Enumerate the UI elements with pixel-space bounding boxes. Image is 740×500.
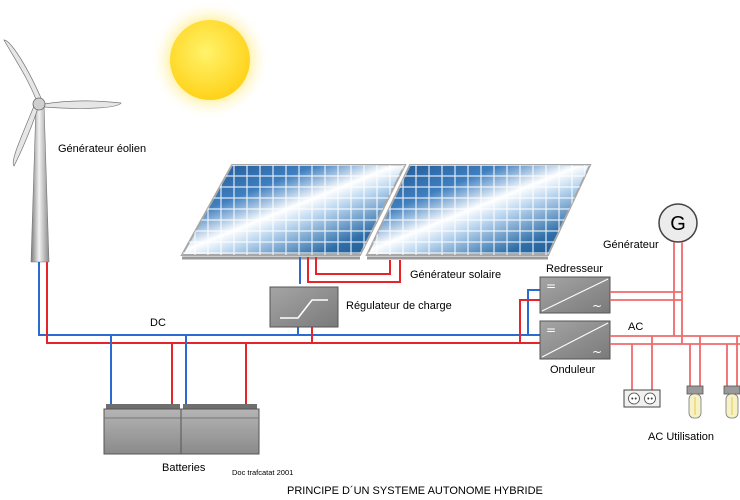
generator-icon: G	[658, 203, 698, 243]
inverter-label: Onduleur	[550, 364, 596, 376]
wind-generator-label: Générateur éolien	[58, 143, 146, 155]
dc-bus	[38, 262, 540, 405]
credit-label: Doc trafcatat 2001	[232, 468, 293, 477]
wind-turbine-icon	[3, 39, 122, 263]
inverter-ac-symbol: ~	[592, 345, 602, 359]
inverter: = ~	[539, 320, 611, 360]
ac-label: AC	[628, 321, 643, 333]
light-bulb-icon	[723, 385, 740, 419]
charge-controller-label: Régulateur de charge	[346, 300, 452, 312]
charge-controller	[269, 286, 339, 328]
sun-icon	[150, 0, 270, 120]
solar-panel-icon	[180, 164, 592, 260]
ac-usage-label: AC Utilisation	[648, 431, 714, 443]
rectifier-label: Redresseur	[546, 263, 603, 275]
solar-wiring	[299, 257, 401, 284]
generator-label: Générateur	[603, 239, 659, 251]
dc-label: DC	[150, 317, 166, 329]
rectifier: = ~	[539, 276, 611, 314]
batteries-label: Batteries	[162, 462, 206, 474]
generator-symbol: G	[670, 213, 686, 235]
battery-icon	[180, 404, 260, 455]
outlet-icon	[623, 389, 661, 408]
solar-generator-label: Générateur solaire	[410, 269, 501, 281]
rectifier-dc-symbol: =	[546, 279, 556, 293]
inverter-dc-symbol: =	[546, 323, 556, 337]
ac-wiring	[610, 242, 740, 390]
diagram-title: PRINCIPE D´UN SYSTEME AUTONOME HYBRIDE	[287, 485, 543, 497]
battery-icon	[103, 404, 183, 455]
light-bulb-icon	[686, 385, 704, 419]
rectifier-ac-symbol: ~	[592, 299, 602, 313]
